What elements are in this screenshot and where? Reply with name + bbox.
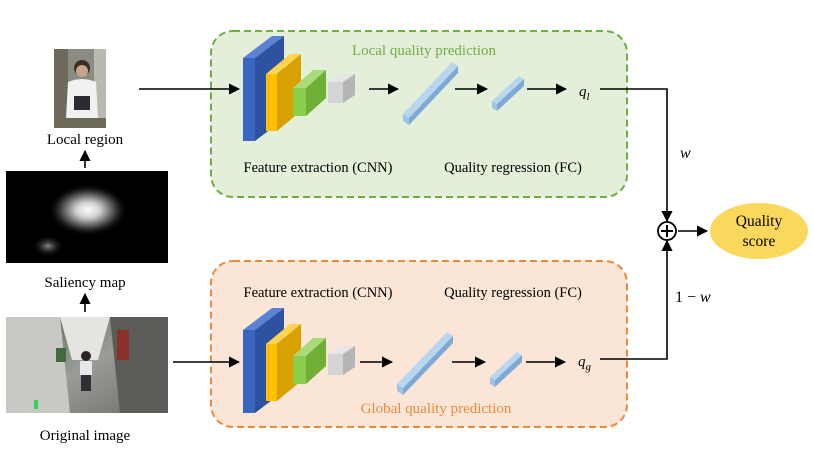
original-image-label: Original image: [40, 428, 131, 444]
local-branch-title: Local quality prediction: [352, 43, 497, 59]
local-branch: Local quality prediction: [210, 30, 628, 198]
local-output-symbol: q: [579, 84, 587, 100]
local-cnn-icon: [243, 36, 355, 141]
saliency-map-label: Saliency map: [44, 275, 125, 291]
global-output-symbol: q: [578, 354, 586, 370]
global-feature-label: Feature extraction (CNN): [244, 285, 393, 301]
original-image: [6, 317, 168, 413]
global-weight-label: 1 − w: [675, 289, 711, 306]
global-weight-var: w: [700, 289, 711, 306]
saliency-map-image: [6, 171, 168, 263]
local-region-label: Local region: [47, 132, 124, 148]
circled-plus-icon: [657, 221, 677, 241]
local-fc-small-icon: [492, 76, 524, 111]
quality-score-line1: Quality: [736, 213, 783, 230]
local-regression-label: Quality regression (FC): [444, 160, 582, 176]
global-cnn-icon: [243, 308, 355, 413]
local-quality-output: ql: [579, 84, 590, 103]
global-output-subscript: g: [586, 361, 592, 373]
local-weight-label: w: [680, 145, 691, 162]
global-fc-small-icon: [490, 352, 522, 387]
global-branch-title: Global quality prediction: [361, 401, 512, 417]
quality-score-node: Quality score: [710, 203, 808, 259]
global-fc-large-icon: [397, 332, 453, 395]
global-quality-output: qg: [578, 354, 592, 373]
quality-score-line2: score: [743, 233, 776, 250]
local-region-image: [54, 49, 106, 128]
global-weight-prefix: 1 −: [675, 289, 700, 306]
global-regression-label: Quality regression (FC): [444, 285, 582, 301]
local-fc-large-icon: [403, 62, 458, 125]
global-branch-box: [210, 260, 628, 428]
fusion-connectors: [600, 88, 709, 360]
global-branch: Global quality prediction Feature extrac…: [210, 260, 628, 428]
local-output-subscript: l: [587, 91, 590, 103]
local-feature-label: Feature extraction (CNN): [244, 160, 393, 176]
